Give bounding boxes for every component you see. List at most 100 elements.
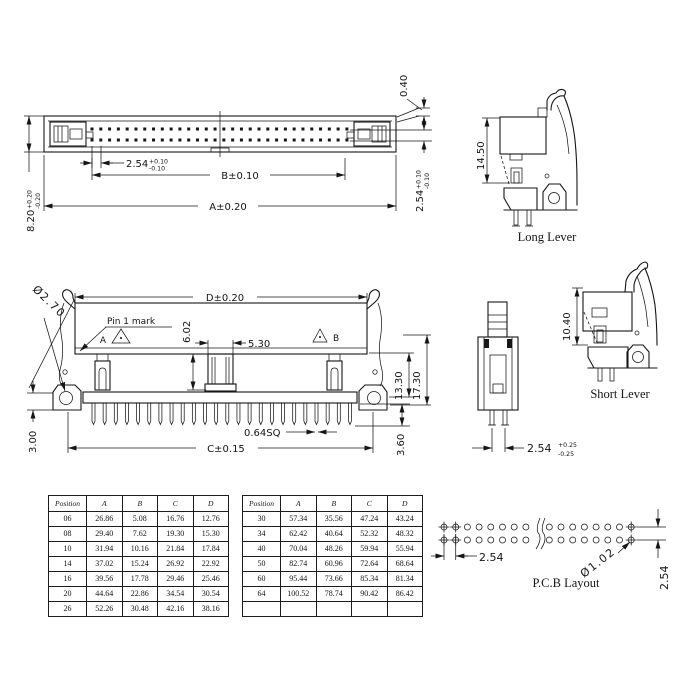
datum-a: A [100, 328, 131, 346]
table-header-cell: Position [48, 495, 87, 512]
pin [125, 402, 129, 426]
pin [113, 402, 118, 426]
dim-pitch-value: 2.54 [126, 159, 148, 170]
dim-lever-height-1450: 14.50 [476, 117, 510, 184]
pcb-hole [475, 536, 483, 544]
pin [236, 402, 241, 426]
contact-dot [345, 138, 349, 142]
table-cell: 06 [48, 511, 87, 527]
pcb-hole [522, 536, 530, 544]
contact-dot [319, 127, 323, 131]
pcb-hole [557, 536, 565, 544]
pin [136, 402, 140, 426]
contact-dot [213, 127, 217, 131]
table-cell: 29.40 [86, 526, 123, 542]
dim-height-tol-minus: -0.20 [35, 193, 42, 209]
dim-pcb-pitch-h-value: 2.54 [479, 551, 504, 564]
contact-dot [222, 127, 226, 131]
front-right-clip [326, 353, 343, 391]
pin [169, 402, 174, 426]
table-cell: 52.32 [351, 526, 388, 542]
table-cell: 72.64 [351, 556, 388, 572]
table-cell: 30.54 [192, 586, 229, 602]
dim-row-value: 2.54 [415, 190, 426, 212]
contact-dot [143, 138, 147, 142]
pin [225, 402, 230, 426]
table-cell: 82.74 [280, 556, 317, 572]
contact-dot [178, 127, 182, 131]
dim-row-tol-plus: +0.10 [416, 170, 423, 189]
contact-dot [327, 127, 331, 131]
pcb-hole [569, 536, 577, 544]
contact-dot [275, 138, 279, 142]
datum-b-letter: B [333, 334, 339, 344]
table-header-cell: B [121, 495, 158, 512]
table-cell: 16 [48, 571, 87, 587]
contact-dot [301, 127, 305, 131]
front-left-lever [62, 289, 76, 310]
table-cell: 25.46 [192, 571, 229, 587]
front-right-lever [366, 289, 380, 310]
contact-dot [195, 127, 199, 131]
table-cell: 90.42 [351, 586, 388, 602]
table-cell: 34 [242, 526, 281, 542]
pcb-hole [487, 523, 495, 531]
table-cell: 78.74 [315, 586, 352, 602]
table-cell: 20 [48, 586, 87, 602]
pin [102, 402, 107, 426]
contact-dot [248, 127, 252, 131]
long-lever-caption: Long Lever [518, 230, 577, 244]
contact-dot [345, 127, 349, 131]
dim-d: D±0.20 [74, 293, 368, 304]
dim-064sq-label: 0.64SQ [244, 428, 281, 439]
pin [281, 402, 285, 426]
contact-dot [143, 127, 147, 131]
top-view: 2.54 +0.10 -0.10 B±0.10 A±0.20 8 [24, 75, 432, 232]
dim-body-height: 8.20 +0.20 -0.20 [24, 115, 44, 232]
table-cell: 5.08 [121, 511, 158, 527]
table-cell: 43.24 [386, 511, 423, 527]
dim-pin-length: 3.60 [355, 403, 410, 456]
pcb-layout-caption: P.C.B Layout [532, 576, 600, 590]
front-view: D±0.20 6.02 5.30 Pin 1 mark A [27, 283, 431, 456]
contact-dot [90, 127, 94, 131]
table-cell: 62.42 [280, 526, 317, 542]
contact-dot [257, 138, 261, 142]
table-header-cell: D [386, 495, 423, 512]
pcb-hole [475, 523, 483, 531]
table-cell [351, 601, 388, 617]
contact-dot [99, 138, 103, 142]
pin1-mark: Pin 1 mark [79, 317, 172, 352]
table-cell: 17.78 [121, 571, 158, 587]
table-row [242, 601, 423, 617]
pcb-break-mark [532, 517, 546, 550]
contact-dot [108, 127, 112, 131]
dim-height-value: 8.20 [26, 210, 37, 232]
dim-1330-value: 13.30 [394, 371, 405, 400]
pin [303, 402, 308, 426]
dim-key-width: 5.30 [195, 339, 270, 354]
table-cell: 60 [242, 571, 281, 587]
contact-dot [169, 138, 173, 142]
table-cell: 57.34 [280, 511, 317, 527]
table-header-cell: B [315, 495, 352, 512]
dim-part-pitch-tol-minus: -0.25 [558, 451, 574, 458]
pin [270, 402, 274, 426]
contact-dot [169, 127, 173, 131]
pcb-hole [522, 523, 530, 531]
dim-1730: 17.30 [390, 334, 431, 406]
contact-dot [152, 138, 156, 142]
dim-1730-value: 17.30 [412, 371, 423, 400]
table-cell: 60.96 [315, 556, 352, 572]
dim-row-tol-minus: -0.10 [424, 173, 431, 189]
dim-part-pitch-tol-plus: +0.25 [558, 442, 577, 449]
table-cell: 35.56 [315, 511, 352, 527]
contact-dot [187, 127, 191, 131]
contact-dot [327, 138, 331, 142]
table-cell: 7.62 [121, 526, 158, 542]
